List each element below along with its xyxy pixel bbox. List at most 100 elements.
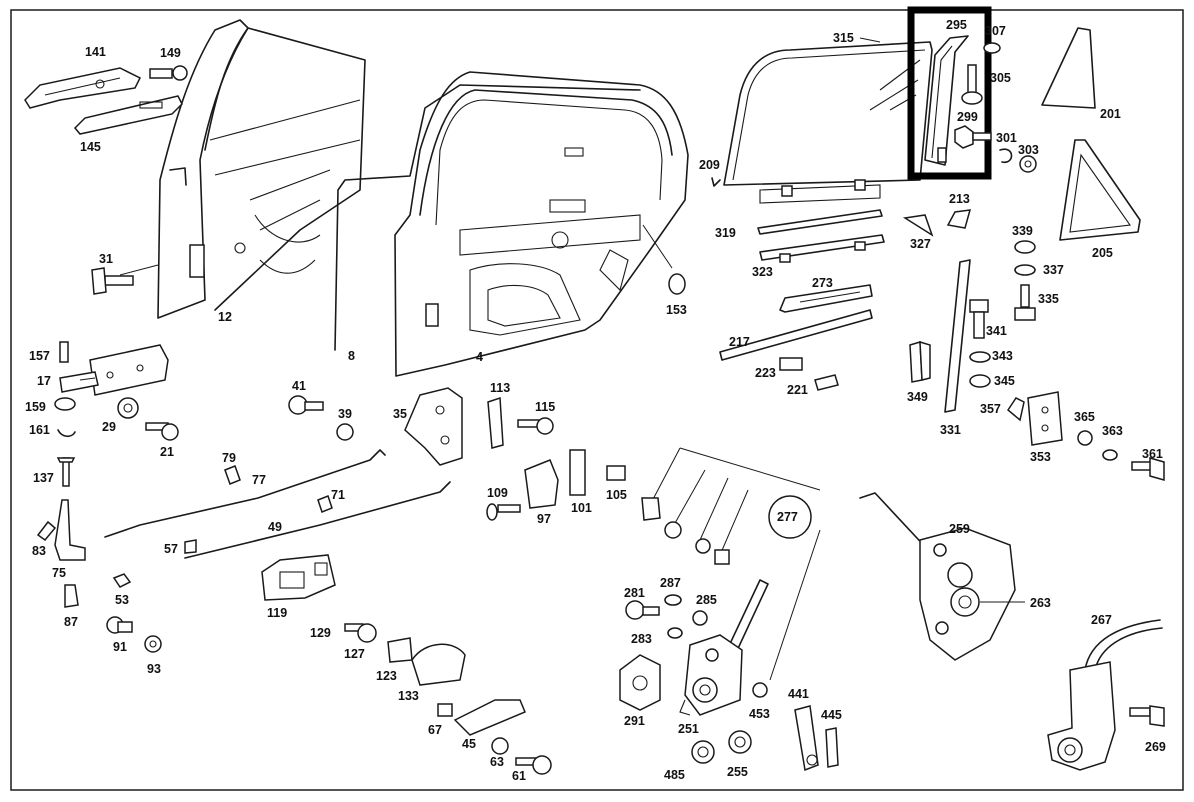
escutcheon-133 xyxy=(411,643,466,686)
label-349: 349 xyxy=(907,390,928,404)
screw-305 xyxy=(961,64,983,105)
label-327: 327 xyxy=(910,237,931,251)
screw-115 xyxy=(517,417,554,435)
label-267: 267 xyxy=(1091,613,1112,627)
label-39: 39 xyxy=(338,407,352,421)
label-97: 97 xyxy=(537,512,551,526)
label-63: 63 xyxy=(490,755,504,769)
label-445: 445 xyxy=(821,708,842,722)
label-141: 141 xyxy=(85,45,106,59)
label-485: 485 xyxy=(664,768,685,782)
label-161: 161 xyxy=(29,423,50,437)
label-137: 137 xyxy=(33,471,54,485)
strip-217 xyxy=(719,309,873,361)
screw-149 xyxy=(149,65,188,81)
bolt-341 xyxy=(969,299,989,339)
bushing-485 xyxy=(691,740,715,764)
clip-221 xyxy=(814,374,839,391)
screw-109 xyxy=(486,503,521,521)
bracket-113 xyxy=(487,396,504,449)
rod-277 xyxy=(649,447,821,681)
bolt-269 xyxy=(1129,705,1165,727)
label-341: 341 xyxy=(986,324,1007,338)
part-number-labels: 12 8 4 31 141 149 145 153 209 315 295 30… xyxy=(25,18,1166,783)
vent-glass-201 xyxy=(1041,27,1096,109)
highlight-box xyxy=(907,6,992,180)
washer-93 xyxy=(144,635,162,653)
label-353: 353 xyxy=(1030,450,1051,464)
washer-283 xyxy=(667,627,683,639)
washer-343 xyxy=(969,351,991,363)
bolt-31 xyxy=(91,267,134,295)
label-91: 91 xyxy=(113,640,127,654)
label-319: 319 xyxy=(715,226,736,240)
strip-323 xyxy=(759,234,885,263)
label-291: 291 xyxy=(624,714,645,728)
label-29: 29 xyxy=(102,420,116,434)
screw-21 xyxy=(145,422,179,441)
label-453: 453 xyxy=(749,707,770,721)
washer-287 xyxy=(664,594,682,606)
regulator-251 xyxy=(679,579,769,716)
door-4 xyxy=(394,71,689,377)
rod-49 xyxy=(184,481,451,559)
label-75: 75 xyxy=(52,566,66,580)
label-53: 53 xyxy=(115,593,129,607)
label-12: 12 xyxy=(218,310,232,324)
label-269: 269 xyxy=(1145,740,1166,754)
bracket-357 xyxy=(1007,397,1025,422)
door-shell-12 xyxy=(157,19,366,319)
label-223: 223 xyxy=(755,366,776,380)
bracket-45 xyxy=(453,699,526,736)
door-seal-8 xyxy=(334,84,641,351)
washer-363 xyxy=(1102,449,1118,461)
bolt-41 xyxy=(288,395,324,415)
label-4: 4 xyxy=(476,350,483,364)
label-93: 93 xyxy=(147,662,161,676)
label-307: 307 xyxy=(985,24,1006,38)
washer-339 xyxy=(1014,240,1036,254)
wedge-327 xyxy=(902,214,934,237)
handle-housing-119 xyxy=(261,554,336,601)
clip-71 xyxy=(317,495,333,513)
regulator-259 xyxy=(859,492,1025,661)
diagram-frame xyxy=(10,9,1184,791)
label-101: 101 xyxy=(571,501,592,515)
clip-83 xyxy=(36,520,57,542)
trim-strip-145 xyxy=(73,95,183,135)
label-339: 339 xyxy=(1012,224,1033,238)
label-31: 31 xyxy=(99,252,113,266)
crank-441 xyxy=(794,705,819,772)
label-159: 159 xyxy=(25,400,46,414)
label-17: 17 xyxy=(37,374,51,388)
label-115: 115 xyxy=(535,400,555,414)
label-213: 213 xyxy=(949,192,970,206)
clip-301 xyxy=(999,148,1013,163)
plate-123 xyxy=(387,637,413,663)
label-45: 45 xyxy=(462,737,476,751)
cap-213 xyxy=(946,209,972,229)
window-glass-315 xyxy=(723,41,933,204)
label-295: 295 xyxy=(946,18,967,32)
label-41: 41 xyxy=(292,379,306,393)
label-119: 119 xyxy=(267,606,287,620)
bushing-91 xyxy=(106,616,133,634)
label-57: 57 xyxy=(164,542,178,556)
label-363: 363 xyxy=(1102,424,1123,438)
label-323: 323 xyxy=(752,265,773,279)
label-255: 255 xyxy=(727,765,748,779)
bolt-299 xyxy=(954,125,992,149)
bracket-353 xyxy=(1027,391,1063,446)
screw-61 xyxy=(515,755,552,775)
washer-307 xyxy=(983,42,1001,54)
plug-153 xyxy=(668,273,686,295)
label-209: 209 xyxy=(699,158,720,172)
label-61: 61 xyxy=(512,769,526,783)
spring-255 xyxy=(728,730,752,754)
label-157: 157 xyxy=(29,349,50,363)
lever-75 xyxy=(54,499,86,561)
label-113: 113 xyxy=(490,381,510,395)
bolt-335 xyxy=(1014,284,1036,321)
label-67: 67 xyxy=(428,723,442,737)
